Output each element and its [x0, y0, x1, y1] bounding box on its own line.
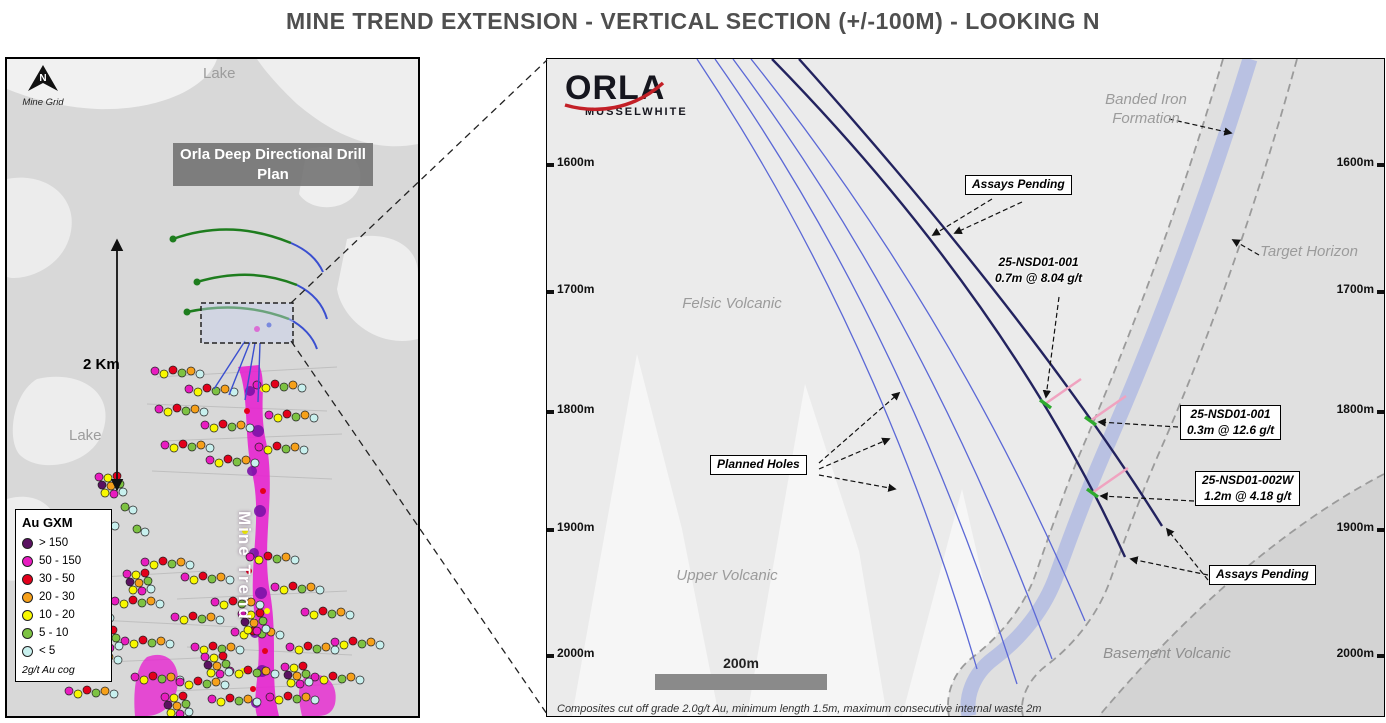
- intercept-1-hole-id: 25-NSD01-001: [998, 255, 1079, 269]
- zoom-region-rect: [200, 302, 294, 344]
- planned-fan-lines: [213, 340, 261, 403]
- iron-formation-band: [960, 59, 1258, 716]
- legend-dot: [22, 537, 33, 549]
- annotation-intercept-2: 25-NSD01-001 0.3m @ 12.6 g/t: [1180, 405, 1282, 441]
- annotation-intercept-1: 25-NSD01-001 0.7m @ 8.04 g/t: [995, 255, 1082, 286]
- lake-label-top: Lake: [203, 65, 236, 82]
- legend-item: 10 - 20: [22, 606, 105, 624]
- composites-footnote: Composites cut off grade 2.0g/t Au, mini…: [557, 703, 1042, 715]
- two-km-label: 2 Km: [83, 356, 120, 373]
- legend-item-label: 50 - 150: [39, 555, 82, 567]
- intercept-3-hole-id: 25-NSD01-002W: [1202, 473, 1294, 487]
- annotation-arrows: [818, 118, 1260, 581]
- depth-label-left-1600: 1600m: [557, 155, 595, 169]
- depth-label-right-2000: 2000m: [1336, 646, 1374, 660]
- legend-item-label: 5 - 10: [39, 627, 69, 639]
- annotation-intercept-3: 25-NSD01-002W 1.2m @ 4.18 g/t: [1195, 471, 1301, 507]
- legend-dot: [22, 555, 33, 567]
- intercept-3-grade: 1.2m @ 4.18 g/t: [1204, 488, 1292, 503]
- north-arrow-icon: N: [28, 65, 58, 91]
- legend-item: < 5: [22, 642, 105, 660]
- mine-grid-label: Mine Grid: [22, 97, 64, 108]
- legend-item-label: 30 - 50: [39, 573, 75, 585]
- lake-label-mid: Lake: [69, 427, 102, 444]
- scale-bar-label: 200m: [723, 655, 759, 671]
- depth-label-right-1800: 1800m: [1336, 402, 1374, 416]
- mine-trend-label: Mine Trend: [235, 511, 254, 621]
- legend-dot: [22, 591, 33, 603]
- depth-label-right-1600: 1600m: [1336, 155, 1374, 169]
- depth-tick-marks: [547, 163, 1384, 658]
- legend-item: 30 - 50: [22, 570, 105, 588]
- legend-dot: [22, 627, 33, 639]
- legend-item: 20 - 30: [22, 588, 105, 606]
- legend-item-label: 10 - 20: [39, 609, 75, 621]
- depth-label-right-1700: 1700m: [1336, 282, 1374, 296]
- plan-map-panel: N Mine Grid Lake Lake Orla Deep Directio…: [5, 57, 420, 718]
- legend-title: Au GXM: [22, 515, 73, 530]
- annotation-assays-pending-top: Assays Pending: [965, 175, 1072, 195]
- orla-logo-wordmark: ORLA: [565, 69, 666, 107]
- geo-label-basement-volcanic: Basement Volcanic: [1103, 645, 1231, 662]
- legend-dot: [22, 645, 33, 657]
- intercept-2-grade: 0.3m @ 12.6 g/t: [1187, 422, 1275, 437]
- legend-item-label: 20 - 30: [39, 591, 75, 603]
- depth-label-left-1800: 1800m: [557, 402, 595, 416]
- legend-item: 50 - 150: [22, 552, 105, 570]
- annotation-planned-holes: Planned Holes: [710, 455, 807, 475]
- mineralized-horizon-ticks: [1044, 377, 1129, 495]
- annotation-assays-pending-bottom: Assays Pending: [1209, 565, 1316, 585]
- north-arrow: N Mine Grid: [21, 65, 65, 109]
- section-panel: ORLA MUSSELWHITE 1600m 1700m 1800m 1900m…: [546, 58, 1385, 717]
- depth-label-left-1900: 1900m: [557, 520, 595, 534]
- legend-item-label: < 5: [39, 645, 56, 657]
- intercept-2-hole-id: 25-NSD01-001: [1190, 407, 1271, 421]
- legend-footnote: 2g/t Au cog: [22, 664, 75, 676]
- geo-label-felsic-volcanic: Felsic Volcanic: [682, 295, 782, 312]
- legend-item-label: > 150: [39, 537, 69, 549]
- drill-plan-title: Orla Deep Directional Drill Plan: [173, 143, 373, 186]
- depth-label-left-1700: 1700m: [557, 282, 595, 296]
- section-art: [547, 59, 1384, 716]
- svg-text:N: N: [39, 73, 46, 84]
- drilled-hole-lines: [771, 59, 1164, 558]
- depth-label-right-1900: 1900m: [1336, 520, 1374, 534]
- geo-label-banded-iron-formation: Banded Iron Formation: [1105, 91, 1187, 127]
- legend-item: > 150: [22, 534, 105, 552]
- basement-volcanic-region: [1099, 474, 1384, 716]
- intercept-1-grade: 0.7m @ 8.04 g/t: [995, 270, 1083, 285]
- legend-dot: [22, 609, 33, 621]
- geo-label-upper-volcanic: Upper Volcanic: [676, 567, 778, 584]
- legend-item: 5 - 10: [22, 624, 105, 642]
- geo-label-target-horizon: Target Horizon: [1260, 243, 1358, 260]
- depth-label-left-2000: 2000m: [557, 646, 595, 660]
- legend-dot: [22, 573, 33, 585]
- figure-title: MINE TREND EXTENSION - VERTICAL SECTION …: [285, 8, 1101, 34]
- au-gxm-legend: Au GXM > 150 50 - 150 30 - 50 20 - 30 10…: [15, 509, 112, 682]
- intercept-markers: [1038, 398, 1100, 499]
- orla-logo: ORLA MUSSELWHITE: [564, 69, 725, 118]
- orla-swoosh-icon: [564, 81, 665, 112]
- planned-hole-lines: [696, 59, 1086, 685]
- scale-bar: [655, 674, 827, 690]
